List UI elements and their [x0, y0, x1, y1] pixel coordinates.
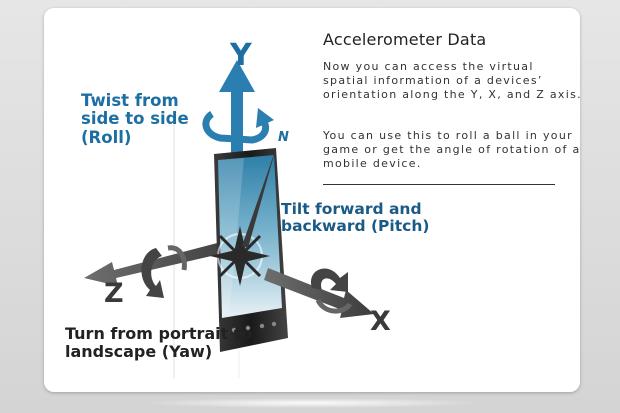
divider: [323, 184, 555, 185]
pitch-rotation-arrow: [310, 268, 353, 314]
smartphone-icon: [214, 148, 288, 352]
info-paragraph-usage: You can use this to roll a ball in your …: [323, 129, 580, 170]
yaw-rotation-arrow: [141, 245, 187, 298]
z-axis-arrow: [84, 236, 246, 286]
info-title: Accelerometer Data: [323, 30, 487, 49]
compass-rose-icon: [210, 226, 270, 286]
roll-rotation-arrow: [202, 108, 274, 144]
x-axis-label: X: [370, 306, 391, 337]
yaw-label: Turn from portrait to landscape (Yaw): [65, 324, 253, 361]
north-needle: [242, 148, 276, 248]
card-reflection: [140, 398, 480, 408]
pitch-label: Tilt forward and backward (Pitch): [281, 200, 430, 236]
y-axis-label: Y: [230, 38, 252, 73]
roll-label: Twist from side to side (Roll): [81, 91, 189, 147]
orientation-diagram: [84, 48, 374, 378]
north-label: N: [278, 130, 289, 145]
z-axis-label: Z: [104, 278, 124, 309]
info-paragraph-orientation: Now you can access the virtual spatial i…: [323, 60, 580, 101]
content-card: Y N Z X Twist from side to side (Roll) T…: [44, 8, 580, 392]
